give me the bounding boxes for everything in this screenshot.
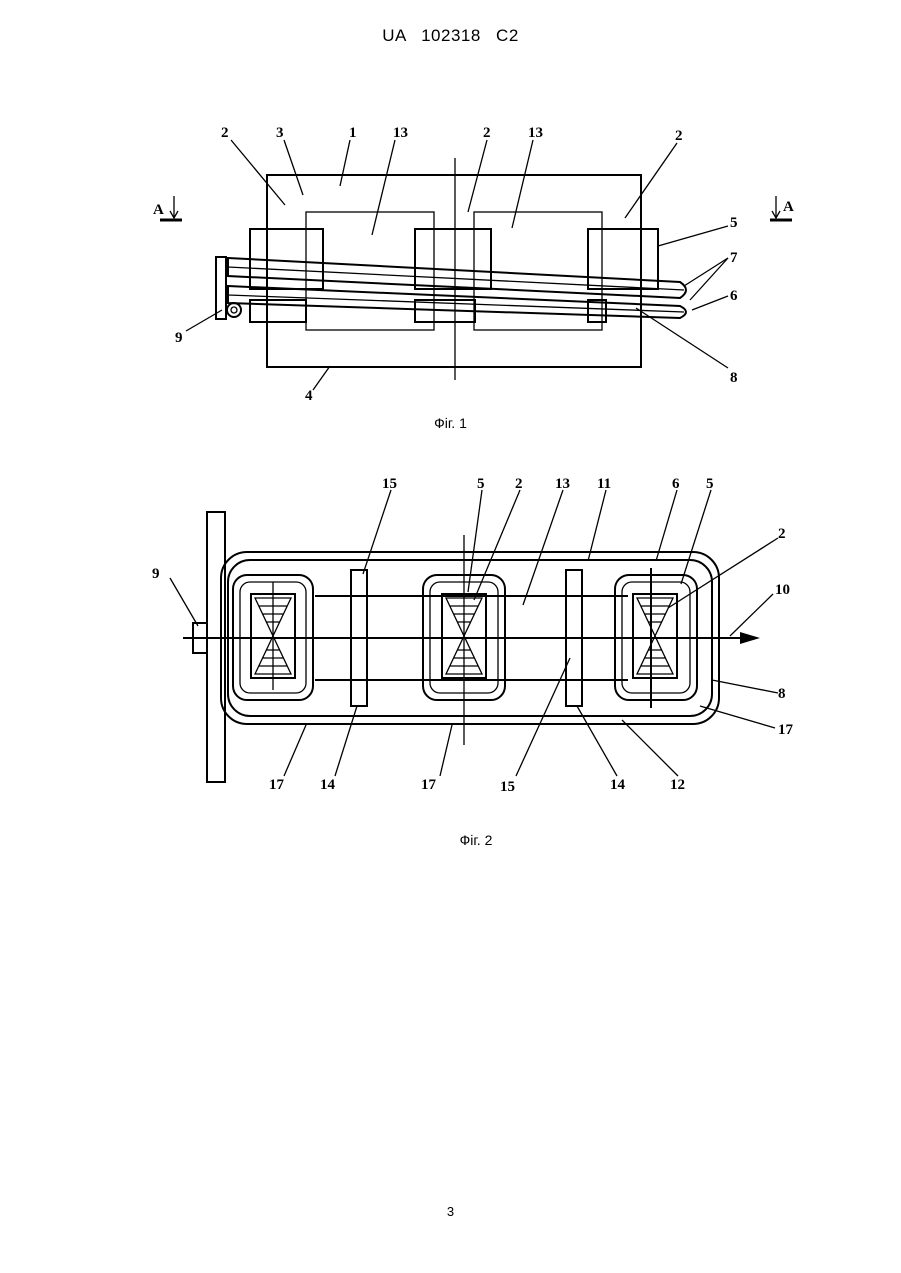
callout-5: 5 xyxy=(477,476,485,492)
callout-17: 17 xyxy=(269,777,285,793)
callout-10: 10 xyxy=(775,582,790,598)
page-number: 3 xyxy=(0,1204,901,1219)
callout-12: 12 xyxy=(670,777,685,793)
holder-plate xyxy=(216,257,226,319)
callout-2: 2 xyxy=(483,125,491,141)
section-label: A xyxy=(783,199,794,215)
section-label: A xyxy=(153,202,164,218)
callout-6: 6 xyxy=(730,288,738,304)
callout-4: 4 xyxy=(305,388,313,404)
callout-14: 14 xyxy=(320,777,336,793)
callout-8: 8 xyxy=(778,686,786,702)
callout-2: 2 xyxy=(675,128,683,144)
pivot-joint-inner xyxy=(231,307,237,313)
lower-tube xyxy=(228,286,686,318)
pivot-joint xyxy=(227,303,241,317)
callout-5: 5 xyxy=(730,215,738,231)
callout-13: 13 xyxy=(555,476,570,492)
figure-1-drawing: A A 2 3 1 13 2 13 2 5 7 6 8 9 4 xyxy=(153,125,794,404)
callout-13: 13 xyxy=(528,125,543,141)
callout-6: 6 xyxy=(672,476,680,492)
callout-9: 9 xyxy=(175,330,183,346)
callout-9: 9 xyxy=(152,566,160,582)
figure-1-caption: Фіг. 1 xyxy=(0,415,901,431)
callout-17: 17 xyxy=(421,777,437,793)
callout-3: 3 xyxy=(276,125,284,141)
callout-2: 2 xyxy=(778,526,786,542)
holder-bar xyxy=(207,512,225,782)
callout-5: 5 xyxy=(706,476,714,492)
callout-1: 1 xyxy=(349,125,357,141)
figure-2-drawing: 15 5 2 13 11 6 5 2 10 9 8 17 17 14 17 15… xyxy=(152,476,794,795)
callout-14: 14 xyxy=(610,777,626,793)
callout-11: 11 xyxy=(597,476,611,492)
callout-2: 2 xyxy=(221,125,229,141)
callout-2: 2 xyxy=(515,476,523,492)
figure-2-caption: Фіг. 2 xyxy=(0,832,901,848)
callout-8: 8 xyxy=(730,370,738,386)
callout-7: 7 xyxy=(730,250,738,266)
callout-15: 15 xyxy=(500,779,515,795)
callout-13: 13 xyxy=(393,125,408,141)
callout-15: 15 xyxy=(382,476,397,492)
callout-17: 17 xyxy=(778,722,794,738)
flow-arrowhead xyxy=(740,632,760,644)
